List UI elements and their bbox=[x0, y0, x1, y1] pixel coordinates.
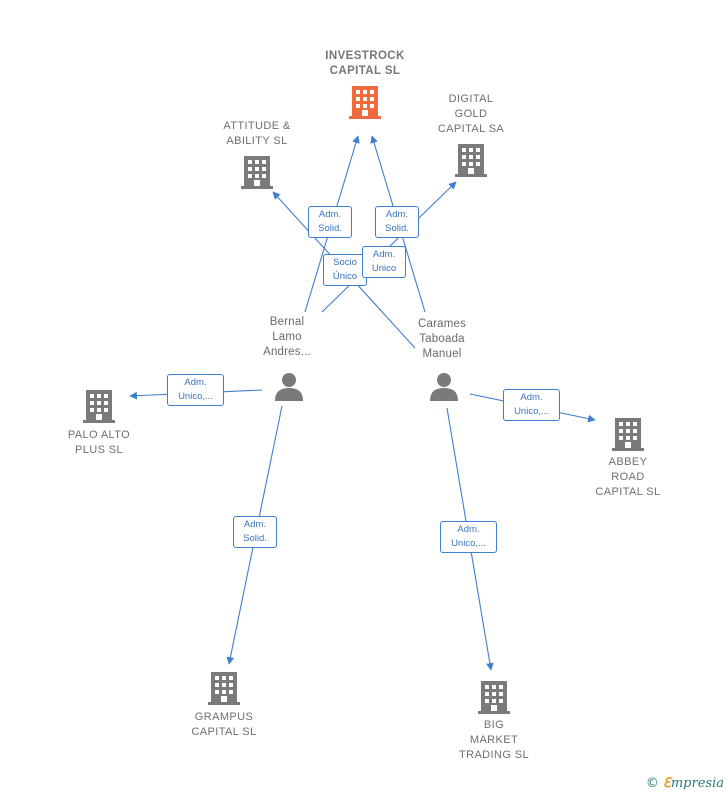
label-line: ABILITY SL bbox=[226, 135, 288, 147]
tag-line: Adm. bbox=[318, 209, 342, 220]
relationship-tag: Adm. Unico,... bbox=[440, 521, 497, 553]
relationship-tag: Adm. Unico,... bbox=[503, 389, 560, 421]
node-carames-taboada-manuel[interactable]: Carames Taboada Manuel bbox=[402, 317, 482, 403]
building-icon bbox=[83, 390, 115, 423]
node-label: INVESTROCK CAPITAL SL bbox=[305, 49, 425, 79]
building-icon bbox=[208, 672, 240, 705]
building-icon bbox=[612, 418, 644, 451]
node-abbey-road-capital[interactable]: ABBEY ROAD CAPITAL SL bbox=[578, 416, 678, 500]
relationship-tag: Adm. Solid. bbox=[375, 206, 419, 238]
tag-line: Socio bbox=[333, 257, 357, 268]
relationship-tag: Socio Único bbox=[323, 254, 367, 286]
node-label: DIGITAL GOLD CAPITAL SA bbox=[421, 92, 521, 137]
label-line: Bernal bbox=[269, 316, 305, 328]
relationship-tag: Adm. Unico,... bbox=[167, 374, 224, 406]
tag-line: Unico bbox=[371, 263, 397, 274]
relationship-tag: Adm. Solid. bbox=[308, 206, 352, 238]
node-label: BIG MARKET TRADING SL bbox=[444, 718, 544, 763]
tag-line: Solid. bbox=[318, 223, 342, 234]
label-line: ATTITUDE & bbox=[223, 120, 291, 132]
copyright-icon: © bbox=[645, 776, 659, 791]
tag-line: Adm. bbox=[184, 377, 207, 388]
tag-line: Solid. bbox=[385, 223, 409, 234]
label-line: CAPITAL SA bbox=[437, 123, 505, 135]
node-label: Carames Taboada Manuel bbox=[402, 317, 482, 362]
tag-line: Adm. bbox=[520, 392, 543, 403]
label-line: DIGITAL bbox=[448, 93, 494, 105]
tag-line: Unico,... bbox=[514, 406, 549, 417]
node-investrock-capital[interactable]: INVESTROCK CAPITAL SL bbox=[305, 49, 425, 120]
label-line: GRAMPUS bbox=[194, 711, 254, 723]
label-line: CAPITAL SL bbox=[595, 486, 661, 498]
empresia-watermark: ©ℇmpresia bbox=[646, 776, 724, 791]
node-label: GRAMPUS CAPITAL SL bbox=[174, 710, 274, 740]
label-line: ROAD bbox=[611, 471, 645, 483]
relationship-tag: Adm. Solid. bbox=[233, 516, 277, 548]
label-line: INVESTROCK bbox=[325, 50, 405, 62]
node-label: ABBEY ROAD CAPITAL SL bbox=[578, 455, 678, 500]
tag-line: Adm. bbox=[457, 524, 480, 535]
label-line: Carames bbox=[417, 318, 467, 330]
tag-line: Solid. bbox=[243, 533, 267, 544]
label-line: TRADING SL bbox=[458, 749, 529, 761]
node-palo-alto-plus[interactable]: PALO ALTO PLUS SL bbox=[49, 388, 149, 458]
label-line: Lamo bbox=[272, 331, 302, 343]
building-icon bbox=[349, 86, 381, 119]
relationship-tag: Adm. Unico bbox=[362, 246, 406, 278]
person-icon bbox=[275, 373, 303, 401]
tag-line: Único bbox=[332, 271, 358, 282]
node-digital-gold-capital[interactable]: DIGITAL GOLD CAPITAL SA bbox=[421, 92, 521, 178]
node-grampus-capital[interactable]: GRAMPUS CAPITAL SL bbox=[174, 670, 274, 740]
label-line: PALO ALTO bbox=[67, 429, 131, 441]
node-bernal-lamo-andres[interactable]: Bernal Lamo Andres... bbox=[247, 315, 327, 403]
node-big-market-trading[interactable]: BIG MARKET TRADING SL bbox=[444, 679, 544, 763]
building-icon bbox=[455, 144, 487, 177]
node-attitude-ability[interactable]: ATTITUDE & ABILITY SL bbox=[207, 119, 307, 190]
brand-name: mpresia bbox=[670, 776, 724, 791]
label-line: ABBEY bbox=[608, 456, 648, 468]
label-line: CAPITAL SL bbox=[329, 65, 401, 77]
person-icon bbox=[430, 373, 458, 401]
label-line: Taboada bbox=[419, 333, 465, 345]
tag-line: Adm. bbox=[385, 209, 409, 220]
tag-line: Unico,... bbox=[451, 538, 486, 549]
node-label: ATTITUDE & ABILITY SL bbox=[207, 119, 307, 149]
brand-initial: ℇ bbox=[662, 776, 671, 791]
label-line: BIG bbox=[483, 719, 505, 731]
building-icon bbox=[241, 156, 273, 189]
tag-line: Adm. bbox=[243, 519, 267, 530]
node-label: Bernal Lamo Andres... bbox=[247, 315, 327, 360]
building-icon bbox=[478, 681, 510, 714]
label-line: GOLD bbox=[454, 108, 488, 120]
label-line: Andres... bbox=[263, 346, 311, 358]
label-line: PLUS SL bbox=[74, 444, 124, 456]
tag-line: Adm. bbox=[372, 249, 396, 260]
node-label: PALO ALTO PLUS SL bbox=[49, 428, 149, 458]
label-line: MARKET bbox=[469, 734, 519, 746]
label-line: CAPITAL SL bbox=[191, 726, 257, 738]
label-line: Manuel bbox=[422, 348, 462, 360]
tag-line: Unico,... bbox=[178, 391, 213, 402]
